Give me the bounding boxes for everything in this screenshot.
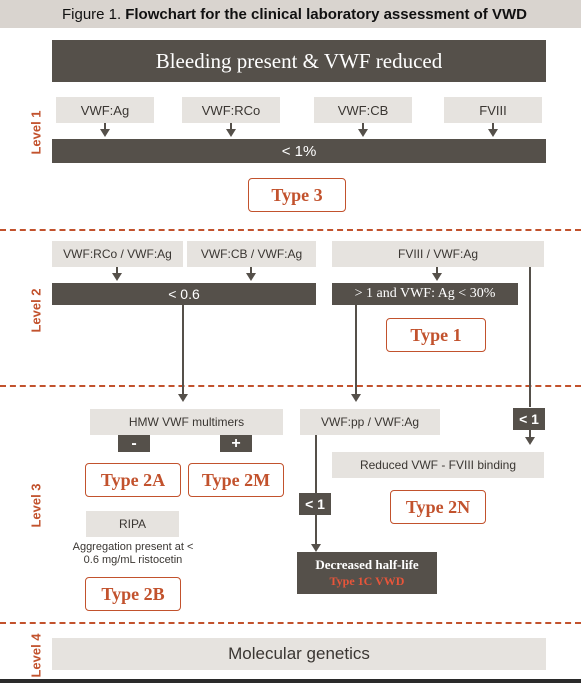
test-vwf-rco: VWF:RCo: [182, 97, 280, 123]
level-separator-2: [0, 385, 581, 387]
connector-line: [529, 430, 531, 438]
arrow-line: [492, 123, 494, 130]
decreased-half-life-box: Decreased half-life Type 1C VWD: [297, 552, 437, 594]
bleeding-header: Bleeding present & VWF reduced: [52, 40, 546, 82]
lt1-right-box: < 1: [513, 408, 545, 430]
ratio-fviii-ag: FVIII / VWF:Ag: [332, 241, 544, 267]
ripa-test: RIPA: [86, 511, 179, 537]
arrow-down-icon: [226, 129, 236, 137]
connector-line: [529, 267, 531, 407]
bottom-rule: [0, 679, 581, 683]
arrow-line: [362, 123, 364, 130]
arrow-down-icon: [351, 394, 361, 402]
ratio-pp-ag: VWF:pp / VWF:Ag: [300, 409, 440, 435]
threshold-gt-1-ag-30: > 1 and VWF: Ag < 30%: [332, 283, 518, 305]
level-4-label: Level 4: [28, 633, 44, 678]
type-1c-label: Type 1C VWD: [329, 574, 405, 588]
lt1-left-box: < 1: [299, 493, 331, 515]
connector-line: [182, 305, 184, 395]
aggregation-note: Aggregation present at < 0.6 mg/mL risto…: [72, 541, 194, 566]
connector-line: [315, 515, 317, 545]
minus-sign: -: [118, 435, 150, 452]
connector-line: [355, 305, 357, 395]
figure-title-text: Flowchart for the clinical laboratory as…: [125, 5, 527, 23]
reduced-fviii-binding: Reduced VWF - FVIII binding: [332, 452, 544, 478]
arrow-line: [436, 267, 438, 274]
test-fviii: FVIII: [444, 97, 542, 123]
plus-sign: +: [220, 435, 252, 452]
ratio-rco-ag: VWF:RCo / VWF:Ag: [52, 241, 183, 267]
ratio-cb-ag: VWF:CB / VWF:Ag: [187, 241, 316, 267]
arrow-down-icon: [488, 129, 498, 137]
level-separator-3: [0, 622, 581, 624]
arrow-down-icon: [178, 394, 188, 402]
level-2-label: Level 2: [28, 288, 44, 333]
arrow-down-icon: [112, 273, 122, 281]
arrow-line: [250, 267, 252, 274]
result-type-2m: Type 2M: [188, 463, 284, 497]
arrow-line: [104, 123, 106, 130]
arrow-line: [116, 267, 118, 274]
result-type-3: Type 3: [248, 178, 346, 212]
result-type-2a: Type 2A: [85, 463, 181, 497]
threshold-lt-0-6: < 0.6: [52, 283, 316, 305]
molecular-genetics: Molecular genetics: [52, 638, 546, 670]
level-3-label: Level 3: [28, 483, 44, 528]
test-vwf-cb: VWF:CB: [314, 97, 412, 123]
connector-line: [315, 435, 317, 493]
arrow-down-icon: [100, 129, 110, 137]
level-1-label: Level 1: [28, 110, 44, 155]
figure-title: Figure 1. Flowchart for the clinical lab…: [0, 0, 581, 28]
arrow-down-icon: [358, 129, 368, 137]
arrow-down-icon: [311, 544, 321, 552]
hmw-multimers: HMW VWF multimers: [90, 409, 283, 435]
arrow-line: [230, 123, 232, 130]
threshold-lt-1pct: < 1%: [52, 139, 546, 163]
arrow-down-icon: [246, 273, 256, 281]
arrow-down-icon: [432, 273, 442, 281]
level-separator-1: [0, 229, 581, 231]
result-type-2n: Type 2N: [390, 490, 486, 524]
result-type-1: Type 1: [386, 318, 486, 352]
test-vwf-ag: VWF:Ag: [56, 97, 154, 123]
half-life-label: Decreased half-life: [315, 557, 419, 572]
result-type-2b: Type 2B: [85, 577, 181, 611]
arrow-down-icon: [525, 437, 535, 445]
figure-number: Figure 1.: [62, 5, 122, 23]
